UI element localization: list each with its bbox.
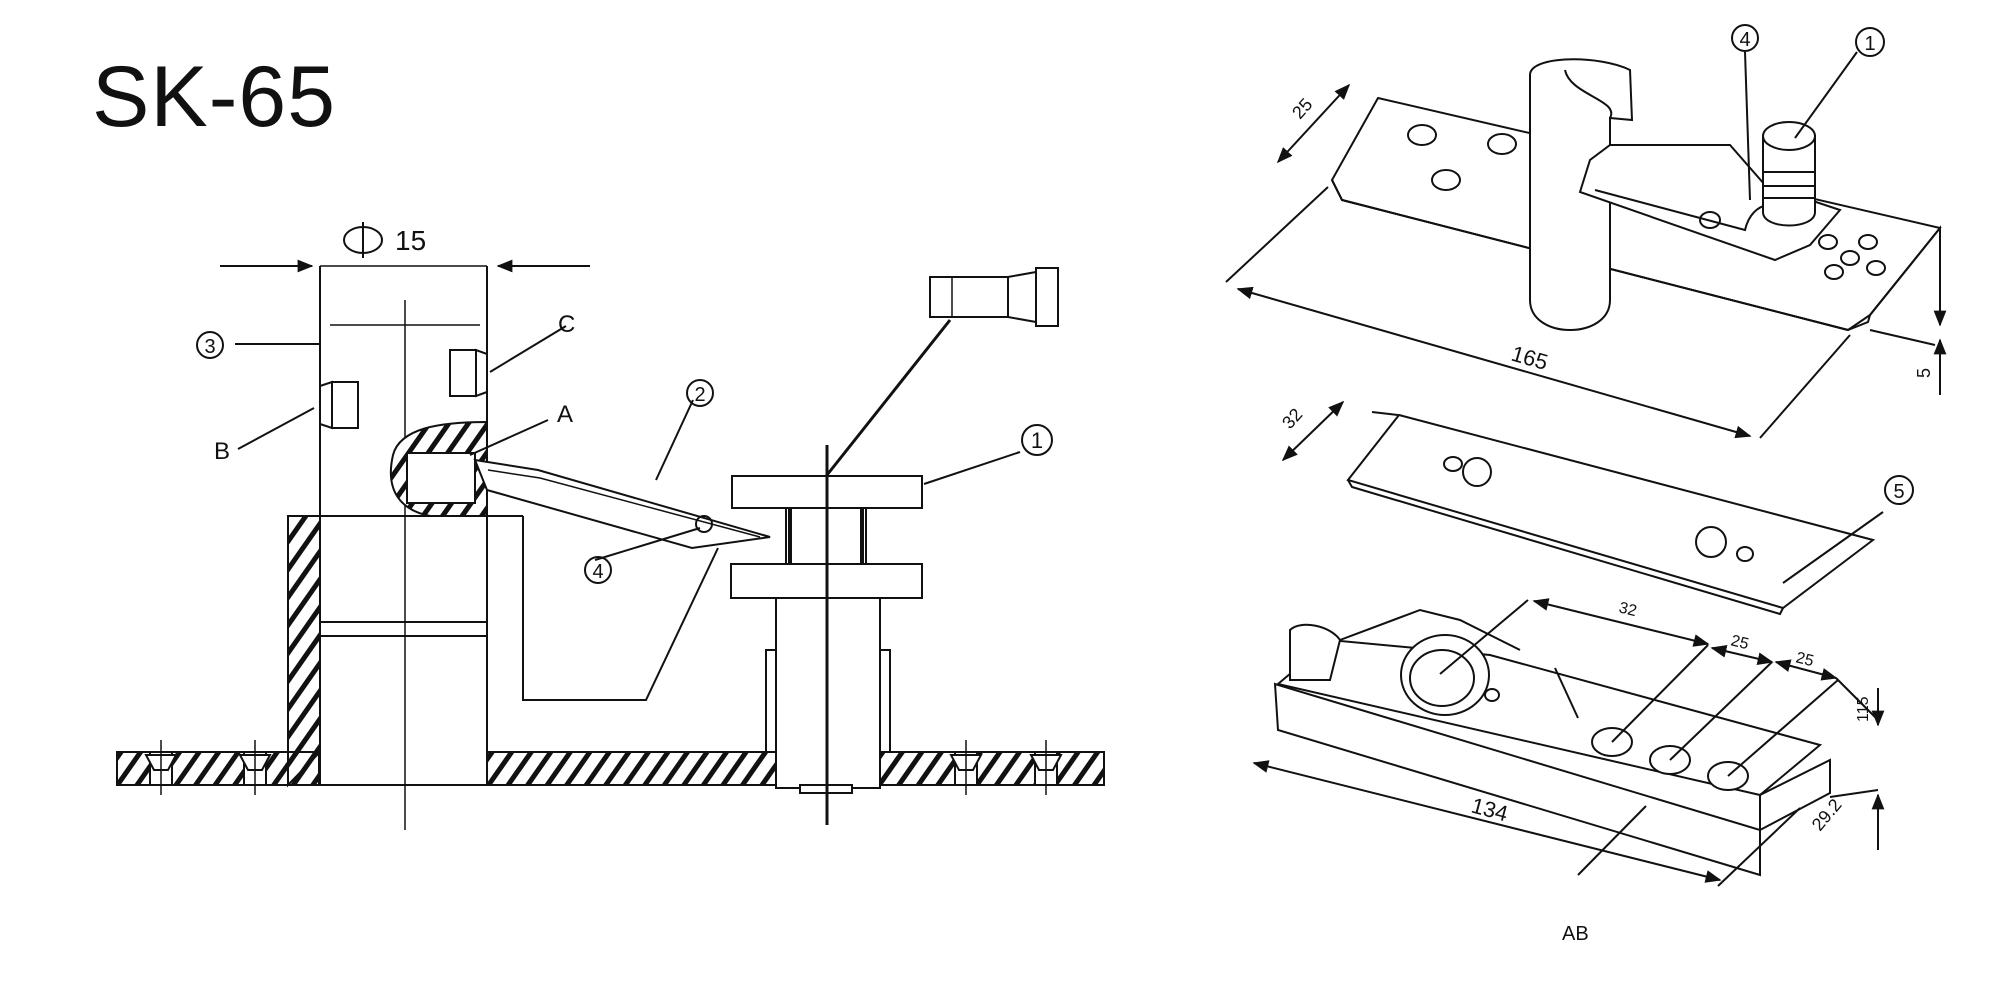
callout-1: 1 [1021, 424, 1053, 456]
latch-lever [473, 458, 771, 701]
bolt-assembly [730, 267, 1059, 825]
middle-plate [1346, 413, 1876, 616]
middle-plate-width: 32 [1278, 404, 1306, 432]
label-b: B [214, 438, 230, 465]
svg-text:2: 2 [694, 384, 705, 406]
top-plate-length: 165 [1509, 341, 1551, 375]
exploded-view [1225, 58, 1947, 887]
svg-text:3: 3 [204, 336, 215, 358]
top-plate-thickness: 5 [1914, 368, 1934, 378]
callout-3: 3 [196, 331, 224, 359]
svg-text:4: 4 [592, 561, 603, 583]
top-plate [1330, 58, 1942, 332]
base-plate [116, 740, 1105, 795]
svg-text:1: 1 [1864, 33, 1875, 55]
callout-top-1: 1 [1794, 27, 1885, 139]
top-plate-width: 25 [1288, 94, 1316, 122]
screw-hole [238, 740, 272, 795]
callout-4: 4 [584, 556, 612, 584]
screw-hole [144, 740, 178, 795]
svg-text:5: 5 [1893, 481, 1904, 503]
screw-hole [1029, 740, 1063, 795]
callout-2: 2 [686, 379, 714, 407]
section-view [116, 222, 1105, 830]
diameter-label: 15 [395, 225, 426, 256]
label-c: C [558, 311, 575, 338]
svg-text:1: 1 [1031, 428, 1043, 453]
base-spacing-3: 25 [1794, 649, 1815, 670]
screw-hole [949, 740, 983, 795]
base-height: 115 [1855, 696, 1872, 722]
base-label: AB [1562, 923, 1589, 945]
page-title: SK-65 [92, 49, 337, 145]
pivot-pin [319, 266, 523, 830]
slot-c [449, 349, 477, 397]
base-spacing-1: 32 [1617, 599, 1638, 620]
label-a: A [557, 401, 573, 428]
svg-text:4: 4 [1739, 29, 1750, 51]
callout-top-4: 4 [1731, 24, 1759, 201]
base-spacing-2: 25 [1729, 632, 1750, 653]
slot-b [331, 381, 359, 429]
diameter-dimension [220, 222, 590, 273]
callout-5: 5 [1884, 475, 1914, 505]
